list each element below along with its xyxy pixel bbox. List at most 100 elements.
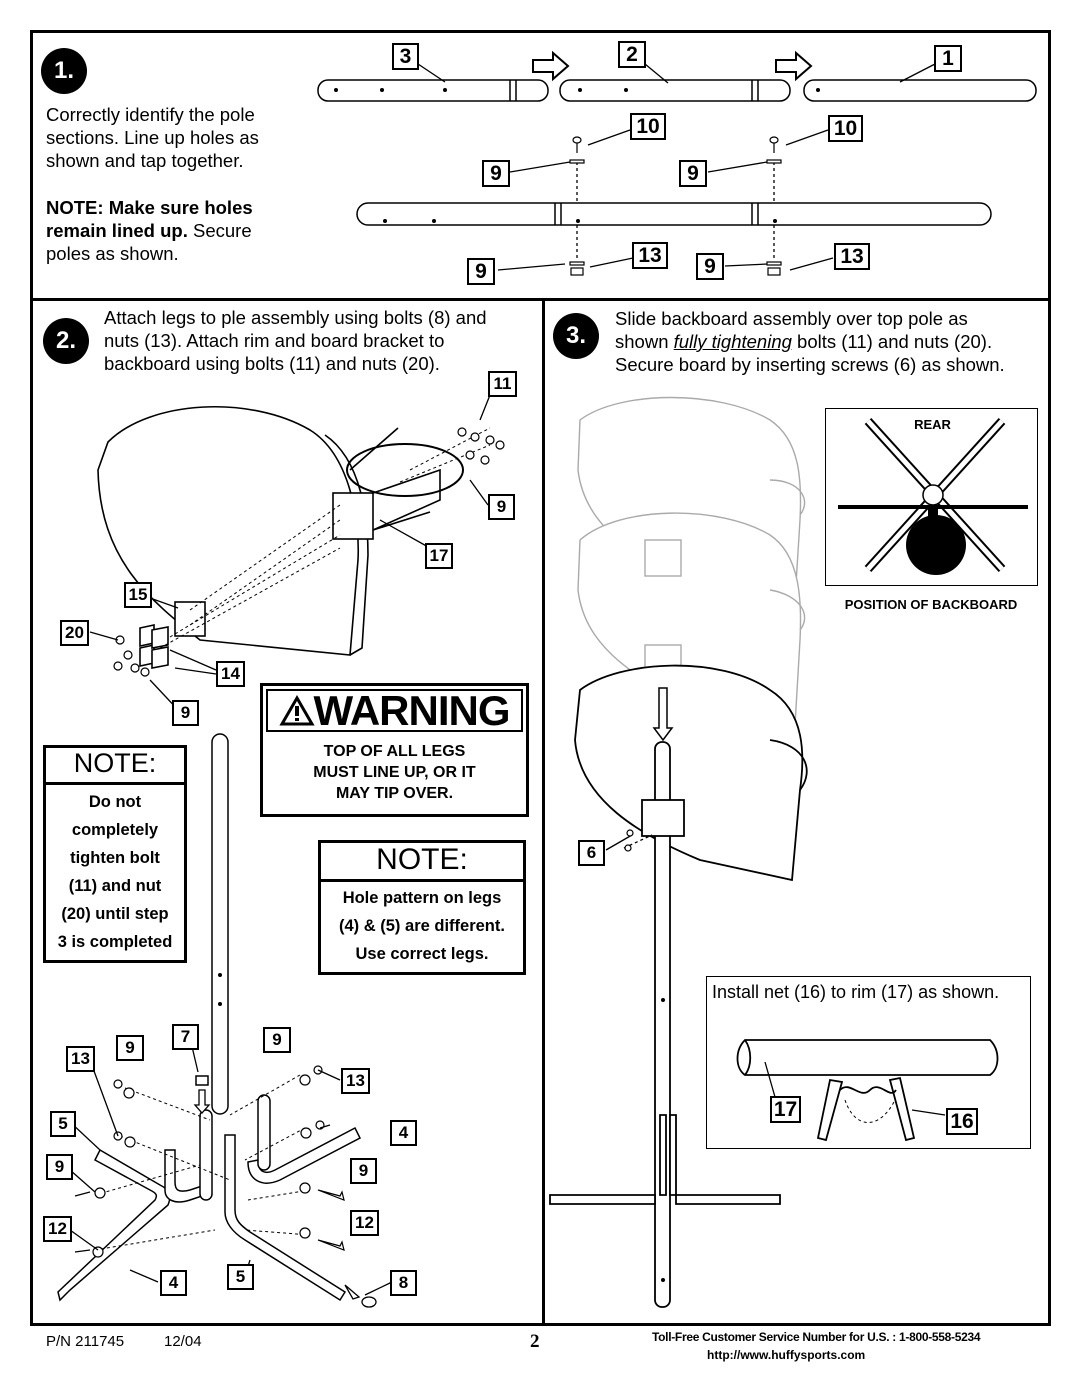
callout-9: 9 — [679, 160, 707, 187]
arrow-right-icon — [775, 50, 813, 82]
pole-section-2 — [559, 79, 791, 102]
step3-text-emphasis: fully tightening — [673, 331, 792, 352]
step1-note-line: remain lined up. Secure — [46, 219, 253, 242]
warning-triangle-icon — [278, 694, 315, 725]
net-instruction: Install net (16) to rim (17) as shown. — [712, 982, 1000, 1002]
callout-8: 8 — [390, 1270, 417, 1296]
step1-note-bold: NOTE: Make sure holes — [46, 197, 253, 218]
step3-text-post: bolts (11) and nuts (20). — [791, 331, 993, 352]
callout-7: 7 — [172, 1024, 199, 1050]
step1-text: Correctly identify the pole sections. Li… — [46, 103, 259, 172]
callout-4: 4 — [160, 1270, 187, 1296]
callout-1: 1 — [934, 45, 962, 72]
base-leg-right — [675, 1194, 781, 1205]
callout-5: 5 — [227, 1264, 254, 1290]
step3-text-pre: shown — [615, 331, 674, 352]
step3-panel — [542, 298, 1051, 1326]
website-url: http://www.huffysports.com — [707, 1348, 866, 1362]
note-line: Use correct legs. — [355, 945, 489, 963]
callout-13: 13 — [341, 1068, 370, 1094]
callout-20: 20 — [60, 620, 89, 646]
note-line: tighten bolt — [70, 849, 160, 867]
warning-title: WARNING — [313, 686, 511, 734]
note-line: 3 is completed — [57, 933, 173, 951]
note-line: completely — [71, 821, 159, 839]
step1-text-line: sections. Line up holes as — [46, 127, 259, 148]
cap — [195, 1075, 209, 1086]
note-line: Hole pattern on legs — [342, 889, 502, 907]
base-leg-left — [549, 1194, 656, 1205]
note-title: NOTE: — [376, 842, 468, 876]
note-title-box: NOTE: — [318, 840, 526, 882]
warning-line: MUST LINE UP, OR IT — [313, 764, 476, 781]
note-line: (11) and nut — [68, 877, 162, 895]
note-title-box: NOTE: — [43, 745, 187, 785]
warning-body: TOP OF ALL LEGS MUST LINE UP, OR IT MAY … — [260, 741, 529, 804]
step3-number: 3. — [553, 313, 599, 359]
callout-13: 13 — [834, 243, 870, 270]
backboard-final — [574, 664, 804, 882]
callout-12: 12 — [43, 1216, 72, 1242]
step1-note-line: NOTE: Make sure holes — [46, 196, 253, 219]
callout-9: 9 — [488, 494, 515, 520]
main-pole — [211, 733, 229, 1115]
callout-17: 17 — [770, 1096, 801, 1123]
callout-9: 9 — [467, 258, 495, 285]
part-number: P/N 211745 — [46, 1333, 125, 1350]
callout-4: 4 — [390, 1120, 417, 1146]
note-body: Hole pattern on legs (4) & (5) are diffe… — [318, 884, 526, 968]
step1-number: 1. — [41, 48, 87, 94]
service-number: Toll-Free Customer Service Number for U.… — [652, 1330, 981, 1344]
step3-text-line: Slide backboard assembly over top pole a… — [615, 308, 968, 329]
rear-position-diagram — [838, 417, 1028, 575]
step2-text-line: nuts (13). Attach rim and board bracket … — [104, 330, 445, 351]
callout-9: 9 — [350, 1158, 377, 1184]
step3-text-line: Secure board by inserting screws (6) as … — [615, 354, 1005, 375]
rim — [346, 443, 464, 497]
step1-text-line: Correctly identify the pole — [46, 104, 255, 125]
note-line: Do not — [88, 793, 142, 811]
callout-3: 3 — [392, 43, 419, 70]
callout-17: 17 — [425, 543, 453, 569]
callout-13: 13 — [66, 1046, 95, 1072]
callout-9: 9 — [116, 1035, 144, 1061]
step2-number: 2. — [43, 318, 89, 364]
callout-9: 9 — [263, 1027, 291, 1053]
step1-note: NOTE: Make sure holes remain lined up. S… — [46, 196, 253, 265]
callout-9: 9 — [696, 253, 724, 280]
position-label: POSITION OF BACKBOARD — [844, 597, 1018, 612]
rear-plate — [174, 601, 206, 637]
callout-11: 11 — [488, 371, 517, 397]
warning-title-box: WARNING — [266, 689, 523, 732]
arrow-down-icon — [193, 1089, 211, 1114]
arrow-down-icon — [652, 687, 674, 742]
callout-12: 12 — [350, 1210, 379, 1236]
step2-text: Attach legs to ple assembly using bolts … — [104, 306, 487, 375]
callout-10: 10 — [630, 113, 666, 140]
step1-note-bold2: remain lined up. — [46, 220, 188, 241]
callout-16: 16 — [946, 1108, 978, 1135]
warning-box — [260, 683, 529, 817]
step1-text-line: shown and tap together. — [46, 150, 244, 171]
net-box — [706, 976, 1031, 1149]
callout-6: 6 — [578, 840, 605, 866]
note-line: (20) until step — [61, 905, 169, 923]
rear-position-box: REAR — [825, 408, 1038, 586]
step1-note-line: poles as shown. — [46, 243, 179, 264]
step3-text-line: shown fully tightening bolts (11) and nu… — [615, 330, 1005, 353]
warning-line: MAY TIP OVER. — [335, 785, 454, 802]
leg-5-right — [224, 1134, 347, 1302]
note-title: NOTE: — [73, 748, 157, 778]
warning-line: TOP OF ALL LEGS — [323, 743, 466, 760]
callout-2: 2 — [618, 41, 646, 68]
arrow-right-icon — [532, 50, 570, 82]
step2-text-line: Attach legs to ple assembly using bolts … — [104, 307, 487, 328]
assembled-pole — [356, 202, 992, 226]
note-body: Do not completely tighten bolt (11) and … — [43, 788, 187, 956]
callout-5: 5 — [50, 1111, 76, 1137]
pole-section-1 — [803, 79, 1037, 102]
note-box-legs — [318, 840, 526, 975]
callout-10: 10 — [828, 115, 863, 142]
legs-assembly-illustration — [57, 733, 393, 1308]
callout-14: 14 — [216, 661, 245, 687]
